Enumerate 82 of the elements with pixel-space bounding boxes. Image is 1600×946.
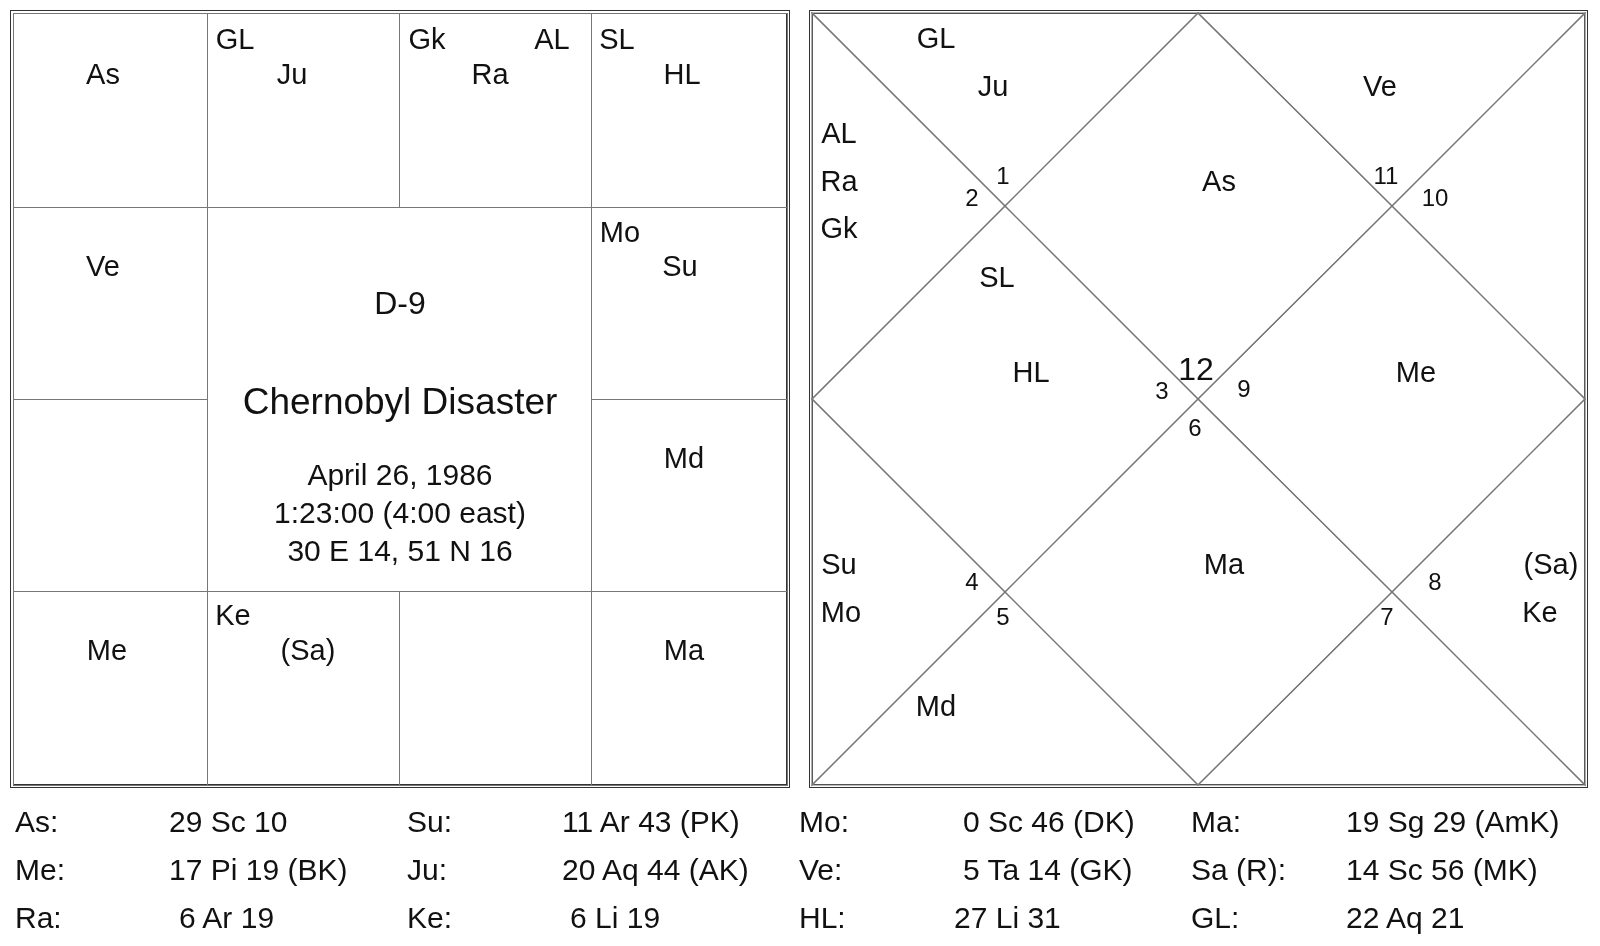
planet-label: Ju [276, 59, 308, 89]
planet-label: Md [915, 691, 957, 721]
planet-name: Mo: [799, 807, 849, 837]
house-triangle [812, 13, 1198, 206]
planet-label: Gk [820, 213, 858, 243]
sign-number: 10 [1421, 186, 1449, 210]
planet-position: 11 Ar 43 (PK) [562, 807, 740, 837]
house-triangle [1198, 13, 1585, 206]
chart-title: D-9 [374, 287, 426, 319]
planet-name: Su: [407, 807, 453, 837]
planet-position: 6 Li 19 [570, 903, 661, 933]
planet-label: (Sa) [280, 635, 336, 665]
planet-label: Mo [599, 217, 641, 247]
event-coordinates: 30 E 14, 51 N 16 [287, 536, 513, 566]
sign-number: 3 [1155, 379, 1169, 403]
planet-name: Ke: [407, 903, 453, 933]
sign-number: 1 [996, 164, 1010, 188]
sign-number: 9 [1237, 377, 1251, 401]
planet-name: HL: [799, 903, 846, 933]
planet-position: 19 Sg 29 (AmK) [1346, 807, 1560, 837]
planet-label: SL [979, 262, 1015, 292]
planet-position: 5 Ta 14 (GK) [963, 855, 1133, 885]
event-date: April 26, 1986 [307, 460, 493, 490]
planet-label: Ma [663, 635, 705, 665]
planet-name: As: [15, 807, 59, 837]
planet-name: Ra: [15, 903, 62, 933]
chart-cell [591, 591, 788, 786]
planet-label: Ke [1522, 597, 1558, 627]
planet-label: (Sa) [1523, 549, 1579, 579]
planet-label: SL [599, 24, 635, 54]
planet-label: Me [86, 635, 128, 665]
sign-number: 7 [1380, 605, 1394, 629]
planet-label: Ra [820, 166, 858, 196]
planet-label: Ju [977, 71, 1009, 101]
planet-label: GL [916, 23, 956, 53]
planet-position: 29 Sc 10 [169, 807, 288, 837]
planet-name: Ju: [407, 855, 448, 885]
planet-name: Sa (R): [1191, 855, 1286, 885]
sign-number: 2 [965, 186, 979, 210]
planet-label: Ve [86, 251, 120, 281]
planet-label: HL [663, 59, 701, 89]
house-triangle [1198, 592, 1585, 785]
house-triangle [812, 592, 1198, 785]
planet-position: 22 Aq 21 [1346, 903, 1465, 933]
planet-label: Ve [1363, 71, 1397, 101]
sign-number: 6 [1188, 416, 1202, 440]
planet-label: Su [821, 549, 857, 579]
planet-name: Me: [15, 855, 65, 885]
planet-position: 14 Sc 56 (MK) [1346, 855, 1538, 885]
planet-label: Su [662, 251, 698, 281]
planet-label: GL [215, 24, 255, 54]
planet-label: AL [821, 118, 857, 148]
planet-label: Mo [820, 597, 862, 627]
planet-label: Ke [215, 600, 251, 630]
planet-position: 6 Ar 19 [179, 903, 275, 933]
sign-number: 11 [1373, 164, 1399, 188]
sign-number: 12 [1178, 353, 1214, 385]
planet-position: 27 Li 31 [954, 903, 1061, 933]
planet-label: Me [1395, 357, 1437, 387]
chart-cell [13, 13, 208, 208]
planet-label: As [1202, 166, 1236, 196]
chart-cell [13, 591, 208, 786]
planet-position: 17 Pi 19 (BK) [169, 855, 348, 885]
planet-label: As [86, 59, 120, 89]
chart-cell [591, 13, 788, 208]
planet-position: 20 Aq 44 (AK) [562, 855, 749, 885]
sign-number: 4 [965, 570, 979, 594]
sign-number: 8 [1428, 570, 1442, 594]
event-name: Chernobyl Disaster [242, 382, 558, 420]
planet-label: Gk [408, 24, 446, 54]
planet-name: Ma: [1191, 807, 1241, 837]
planet-label: AL [534, 24, 570, 54]
planet-label: Ra [471, 59, 509, 89]
event-time: 1:23:00 (4:00 east) [274, 498, 526, 528]
planet-name: Ve: [799, 855, 843, 885]
house-triangle [1392, 399, 1585, 785]
planet-name: GL: [1191, 903, 1240, 933]
planet-label: HL [1012, 357, 1050, 387]
planet-label: Ma [1203, 549, 1245, 579]
planet-position: 0 Sc 46 (DK) [963, 807, 1135, 837]
planet-label: Md [663, 443, 705, 473]
sign-number: 5 [996, 605, 1010, 629]
